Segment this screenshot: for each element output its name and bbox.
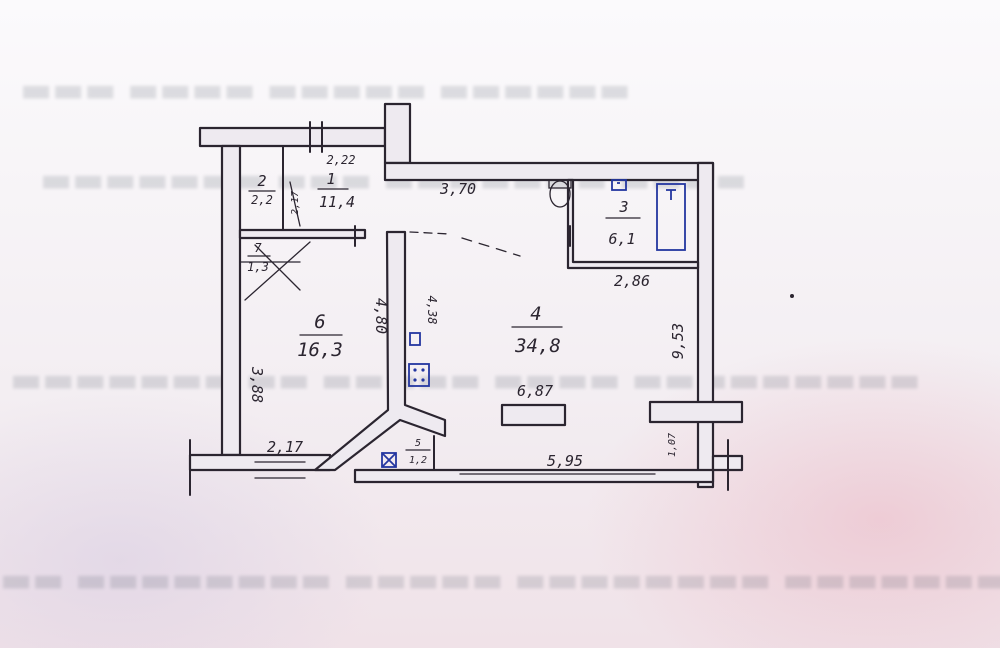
dim-2-17-bottom: 2,17: [267, 438, 303, 456]
sink-icon: [611, 179, 627, 191]
dim-5-95: 5,95: [547, 452, 583, 470]
toilet-icon: [549, 180, 571, 208]
bleed-through-text-1: ▬▬▬ ▬▬▬▬ ▬▬▬▬▬ ▬▬▬▬▬▬: [20, 70, 631, 110]
dim-2-17-vertical: 2,17: [290, 191, 301, 215]
dim-6-87: 6,87: [517, 382, 553, 400]
room-2-number: 2: [257, 172, 266, 190]
boiler-icon: [381, 452, 397, 468]
room-5-area: 1,2: [409, 455, 427, 466]
dim-9-53: 9,53: [669, 323, 687, 359]
walls: [188, 102, 744, 489]
stray-dot: [790, 294, 794, 298]
dim-2-22: 2,22: [327, 153, 356, 167]
room-6-number: 6: [314, 311, 325, 333]
room-6-area: 16,3: [297, 339, 343, 361]
room-7-number: 7: [254, 241, 262, 255]
room-5-number: 5: [415, 438, 421, 449]
room-3-number: 3: [618, 198, 628, 216]
dim-3-88: 3,88: [248, 366, 266, 403]
plan-lines: [189, 121, 729, 496]
room-labels: 1 11,4 2 2,2 3 6,1 4 34,8 5 1,2 6 16,3 7…: [247, 170, 641, 466]
dim-4-38: 4,38: [425, 296, 439, 325]
kitchen-sink-icon: [409, 332, 421, 346]
stove-icon: [408, 363, 430, 387]
fixtures: [381, 179, 686, 468]
room-3-area: 6,1: [608, 230, 635, 248]
dim-2-86: 2,86: [614, 272, 650, 290]
bathtub-icon: [656, 183, 686, 251]
dim-1-07: 1,07: [667, 433, 678, 457]
room-2-area: 2,2: [251, 193, 273, 207]
room-7-area: 1,3: [247, 260, 269, 274]
dim-3-70: 3,70: [439, 180, 476, 198]
dim-4-80: 4,80: [372, 298, 390, 334]
bleed-through-text-3: ▬▬▬▬▬▬▬ ▬▬ ▬▬▬▬▬ ▬▬▬▬ ▬▬▬▬▬▬▬▬▬: [10, 360, 921, 400]
room-4-number: 4: [530, 303, 541, 325]
room-1-area: 11,4: [319, 193, 355, 211]
room-4-area: 34,8: [514, 335, 561, 357]
dimension-labels: 2,22 2,17 3,70 2,86 9,53 4,38 4,80 3,88 …: [248, 153, 687, 470]
room-1-number: 1: [326, 170, 335, 188]
bleed-through-text-4: ▬▬ ▬▬▬▬▬▬▬▬ ▬▬▬▬▬ ▬▬▬▬▬▬▬▬ ▬▬▬▬▬▬▬▬▬: [0, 560, 1000, 600]
